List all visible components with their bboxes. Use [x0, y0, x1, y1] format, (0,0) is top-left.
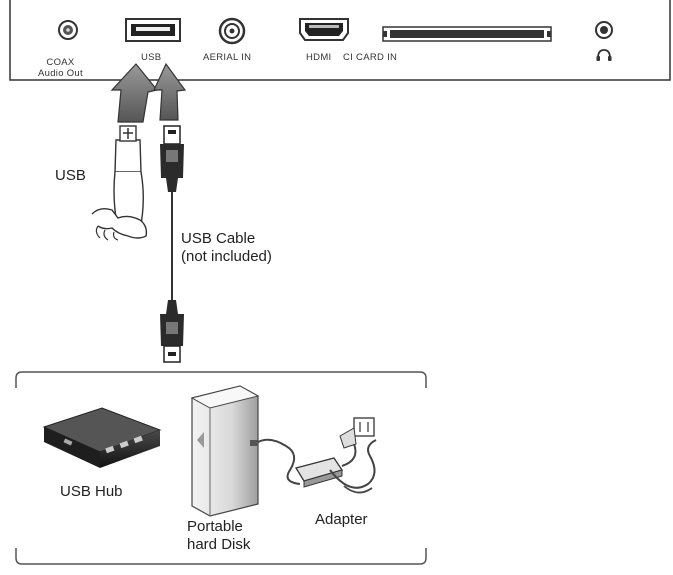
coax-label-line2: Audio Out	[38, 68, 83, 79]
usb-port-label: USB	[141, 52, 162, 63]
insert-arrow-left	[110, 63, 159, 123]
usb-cable-label-line2: (not included)	[181, 248, 272, 265]
usb-cable-label-line1: USB Cable	[181, 230, 256, 247]
usb-cable	[160, 125, 184, 363]
hard-disk-label-line2: hard Disk	[187, 536, 251, 553]
devices-bracket	[15, 371, 427, 565]
power-adapter-device	[257, 417, 377, 494]
coax-label-line1: COAX	[46, 57, 75, 68]
usb-hub-device	[42, 407, 162, 468]
hdmi-port-icon	[299, 18, 349, 41]
usb-hub-label: USB Hub	[60, 483, 123, 500]
usb-cable-label: USB Cable (not included)	[181, 230, 272, 266]
aerial-port-label: AERIAL IN	[203, 52, 252, 63]
insert-arrow-right	[153, 62, 187, 121]
ci-card-port-label: CI CARD IN	[343, 52, 398, 63]
hdmi-port-label: HDMI	[306, 52, 332, 63]
usb-stick-label: USB	[55, 167, 86, 184]
coax-port-label: COAX Audio Out	[38, 57, 83, 79]
coax-jack-icon	[58, 20, 78, 40]
portable-hard-disk-device	[190, 385, 260, 517]
ci-card-slot-icon	[382, 26, 552, 42]
hard-disk-label: Portable hard Disk	[187, 518, 250, 554]
hard-disk-label-line1: Portable	[187, 518, 243, 535]
headphone-jack-icon	[595, 21, 613, 61]
usb-port-icon	[125, 18, 181, 42]
aerial-jack-icon	[218, 17, 246, 45]
adapter-label: Adapter	[315, 511, 368, 528]
usb-stick-in-hand	[91, 125, 148, 241]
